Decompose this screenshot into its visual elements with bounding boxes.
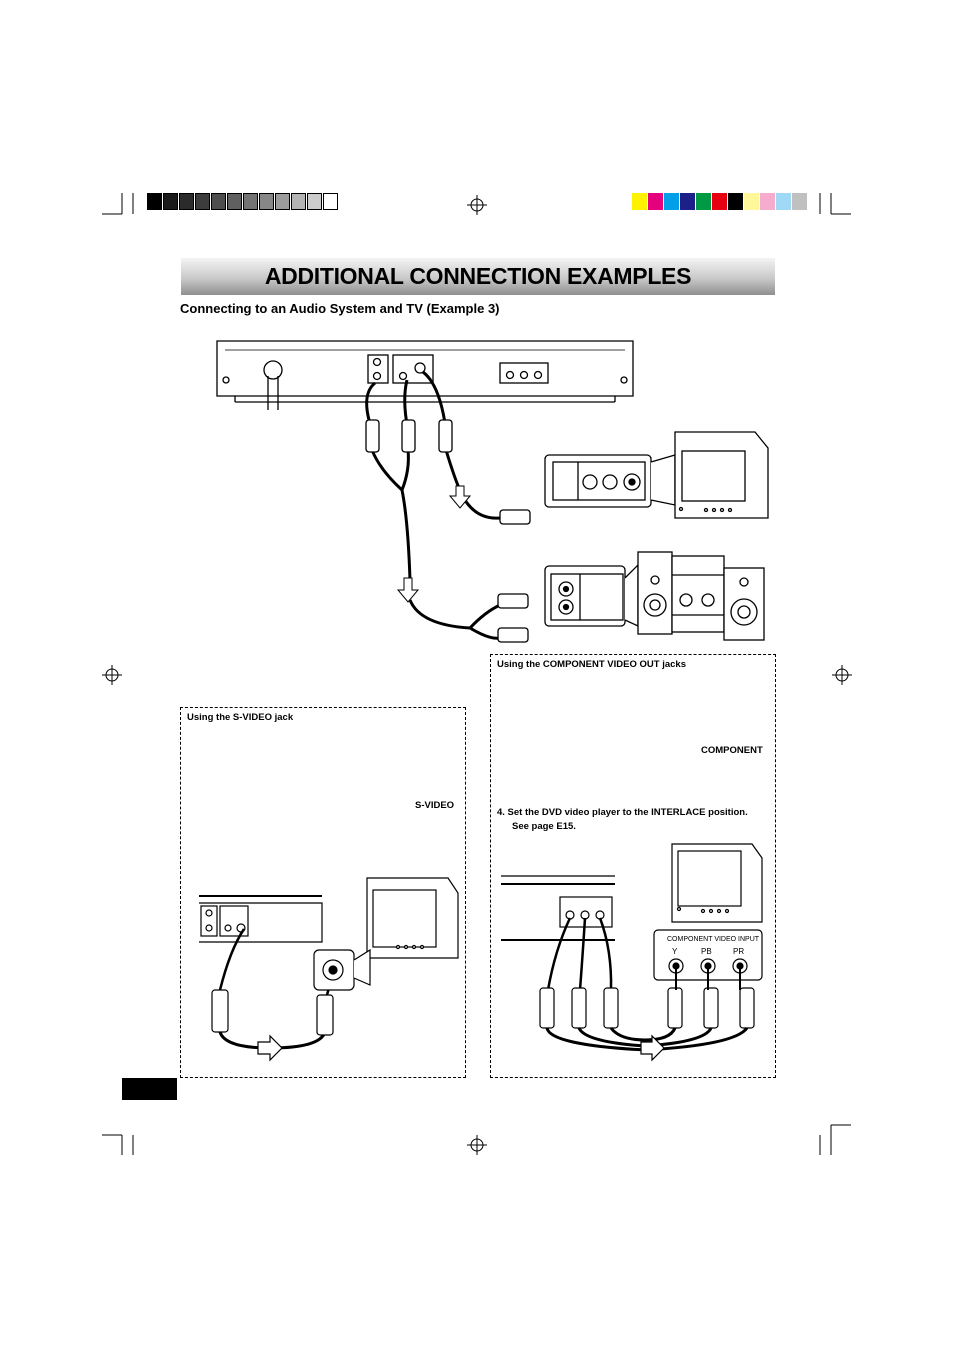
audio-system-illustration	[637, 551, 765, 641]
audio-input-panel	[544, 563, 639, 628]
svideo-section	[180, 707, 466, 1078]
jack-label-y: Y	[672, 947, 678, 956]
component-label: COMPONENT	[701, 745, 763, 756]
color-swatch	[696, 193, 711, 210]
gray-swatch	[195, 193, 210, 210]
step-4-line-1: 4. Set the DVD video player to the INTER…	[497, 807, 748, 818]
gray-swatch	[243, 193, 258, 210]
component-panel-label: COMPONENT VIDEO INPUT	[667, 936, 760, 943]
registration-mark-bottom	[467, 1135, 487, 1155]
component-heading: Using the COMPONENT VIDEO OUT jacks	[497, 659, 686, 670]
audio-video-cables	[365, 370, 501, 640]
component-section	[490, 654, 776, 1078]
tv-illustration	[674, 431, 769, 519]
color-swatch	[776, 193, 791, 210]
registration-mark-left	[102, 665, 122, 685]
jack-label-pb: PB	[701, 947, 712, 956]
gray-swatch	[227, 193, 242, 210]
gray-swatch	[323, 193, 338, 210]
svideo-label: S-VIDEO	[415, 800, 455, 811]
color-swatch	[728, 193, 743, 210]
gray-swatch	[259, 193, 274, 210]
title-bar: ADDITIONAL CONNECTION EXAMPLES	[181, 258, 775, 295]
color-swatch	[664, 193, 679, 210]
svideo-heading: Using the S-VIDEO jack	[187, 712, 294, 723]
color-swatch	[680, 193, 695, 210]
registration-mark-top	[467, 195, 487, 215]
page-number-tab	[122, 1078, 177, 1100]
jack-label-pr: PR	[733, 947, 745, 956]
page-title: ADDITIONAL CONNECTION EXAMPLES	[264, 263, 692, 289]
gray-swatch	[291, 193, 306, 210]
color-swatch	[712, 193, 727, 210]
section-subtitle: Connecting to an Audio System and TV (Ex…	[180, 301, 500, 316]
dvd-player-rear-panel	[216, 340, 634, 410]
svideo-diagram	[199, 877, 459, 1062]
gray-swatch	[307, 193, 322, 210]
arrow-to-audio	[396, 577, 420, 603]
gray-swatch	[211, 193, 226, 210]
component-diagram	[501, 843, 763, 1062]
cable-plugs	[365, 419, 531, 643]
gray-swatch	[163, 193, 178, 210]
arrow-to-tv	[448, 485, 472, 509]
color-swatch	[760, 193, 775, 210]
color-swatch	[648, 193, 663, 210]
gray-swatch	[275, 193, 290, 210]
registration-mark-right	[832, 665, 852, 685]
gray-swatch	[147, 193, 162, 210]
color-swatch	[744, 193, 759, 210]
step-4-line-2: See page E15.	[512, 821, 576, 832]
color-swatch	[632, 193, 647, 210]
gray-swatch	[179, 193, 194, 210]
tv-video-input-panel	[544, 454, 676, 508]
color-swatch	[792, 193, 807, 210]
